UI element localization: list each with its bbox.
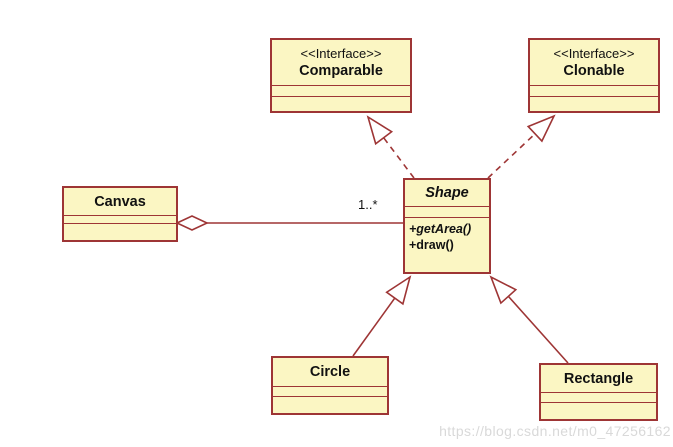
- attributes-compartment: [530, 85, 658, 96]
- operations-compartment: [541, 402, 656, 419]
- class-box-circle: Circle: [271, 356, 389, 415]
- attributes-compartment: [272, 85, 410, 96]
- operations-compartment: [273, 396, 387, 413]
- class-name: Shape: [425, 185, 469, 201]
- attributes-compartment: [64, 215, 176, 223]
- class-title: Shape: [405, 180, 489, 206]
- operations-compartment: +getArea() +draw(): [405, 217, 489, 272]
- class-title: Rectangle: [541, 365, 656, 392]
- class-title: Circle: [273, 358, 387, 386]
- class-name: Canvas: [94, 193, 146, 210]
- operations-compartment: [530, 96, 658, 111]
- class-box-shape: Shape +getArea() +draw(): [403, 178, 491, 274]
- generalization-rectangle-shape: [489, 275, 569, 364]
- class-name: Circle: [309, 364, 351, 380]
- attributes-compartment: [405, 206, 489, 217]
- multiplicity-label: 1..*: [358, 197, 378, 212]
- attributes-compartment: [541, 392, 656, 402]
- class-title: <<Interface>> Clonable: [530, 40, 658, 85]
- method-draw: +draw(): [409, 238, 454, 252]
- class-name: Comparable: [299, 62, 383, 79]
- class-box-clonable: <<Interface>> Clonable: [528, 38, 660, 113]
- generalization-circle-shape: [352, 275, 412, 357]
- class-name: Rectangle: [563, 370, 634, 387]
- class-title: Canvas: [64, 188, 176, 215]
- operations-compartment: [272, 96, 410, 111]
- realization-shape-comparable: [366, 115, 415, 179]
- class-title: <<Interface>> Comparable: [272, 40, 410, 85]
- stereotype-label: <<Interface>>: [300, 45, 382, 61]
- stereotype-label: <<Interface>>: [553, 45, 635, 61]
- class-box-comparable: <<Interface>> Comparable: [270, 38, 412, 113]
- attributes-compartment: [273, 386, 387, 396]
- class-box-rectangle: Rectangle: [539, 363, 658, 421]
- method-getarea: +getArea(): [409, 222, 472, 236]
- class-name: Clonable: [563, 62, 625, 79]
- watermark-text: https://blog.csdn.net/m0_47256162: [439, 423, 671, 439]
- realization-shape-clonable: [487, 114, 556, 179]
- operations-compartment: [64, 223, 176, 240]
- class-box-canvas: Canvas: [62, 186, 178, 242]
